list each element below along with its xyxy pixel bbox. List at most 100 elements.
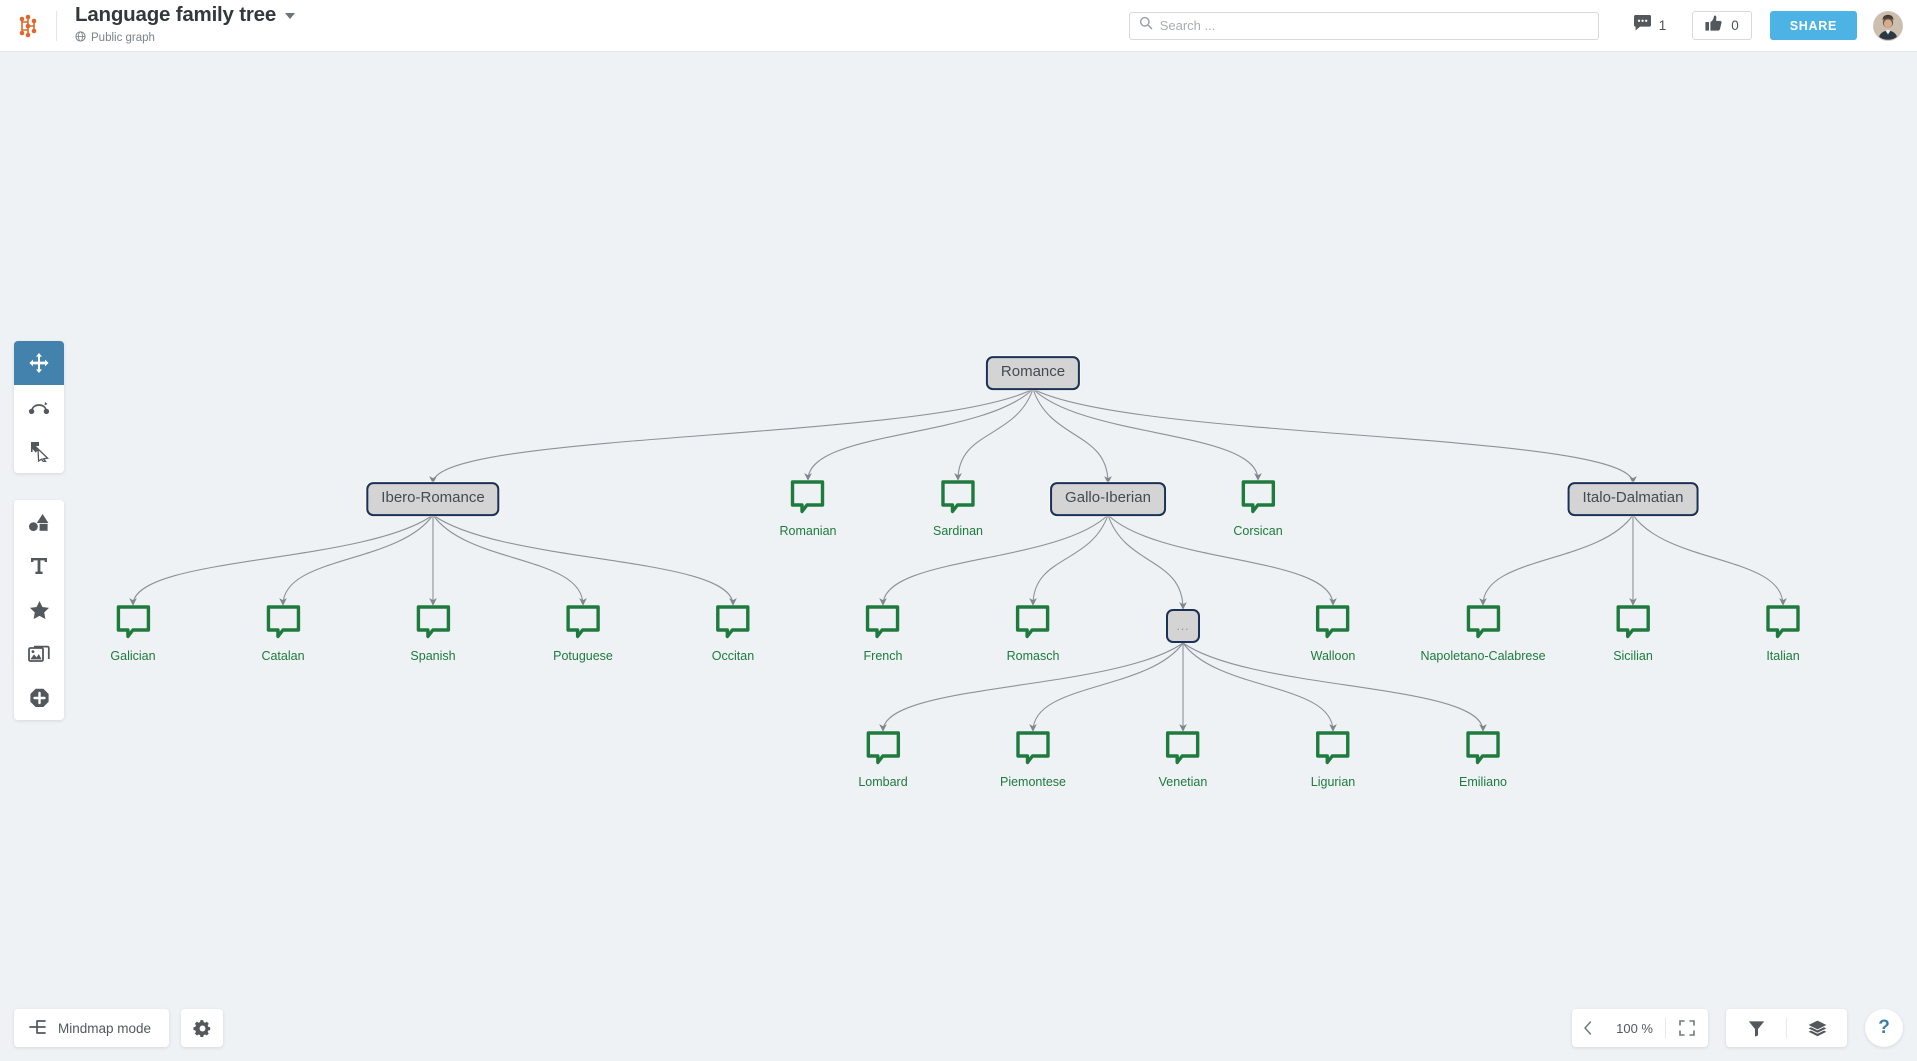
speech-bubble-icon xyxy=(1164,729,1202,771)
layers-icon[interactable] xyxy=(1787,1009,1847,1047)
search-icon xyxy=(1139,16,1153,35)
graph-node-french[interactable]: French xyxy=(863,603,903,663)
filter-icon[interactable] xyxy=(1726,1009,1786,1047)
graph-edge xyxy=(1032,388,1262,481)
mindmap-icon xyxy=(28,1018,48,1039)
graph-node-occitan[interactable]: Occitan xyxy=(712,603,754,663)
graph-node-romanian[interactable]: Romanian xyxy=(779,478,837,538)
graph-node-sicilian[interactable]: Sicilian xyxy=(1613,603,1653,663)
graph-node-italian[interactable]: Italian xyxy=(1764,603,1802,663)
insert-star-tool[interactable] xyxy=(14,588,64,632)
graph-edge xyxy=(954,388,1034,481)
graph-edge xyxy=(1029,514,1109,606)
graph-node-italo[interactable]: Italo-Dalmatian xyxy=(1567,482,1699,516)
node-label: Emiliano xyxy=(1459,775,1507,789)
search-box[interactable] xyxy=(1128,11,1599,40)
graph-edge xyxy=(1032,388,1112,484)
speech-bubble-icon xyxy=(1464,603,1502,645)
speech-bubble-icon xyxy=(939,478,977,520)
node-label: Galician xyxy=(110,649,156,663)
graph-node-spanish[interactable]: Spanish xyxy=(410,603,456,663)
speech-bubble-icon xyxy=(789,478,827,520)
graph-node-ligurian[interactable]: Ligurian xyxy=(1311,729,1355,789)
node-label: Piemontese xyxy=(999,775,1067,789)
graph-edge xyxy=(432,514,737,606)
graph-node-venetian[interactable]: Venetian xyxy=(1159,729,1207,789)
graph-edge xyxy=(1107,514,1187,610)
toolbar-navigation xyxy=(14,341,64,473)
avatar[interactable] xyxy=(1873,10,1903,41)
thumbs-up-icon xyxy=(1705,14,1722,37)
graph-node-romasch[interactable]: Romasch xyxy=(1006,603,1060,663)
chevron-down-icon[interactable] xyxy=(285,13,296,20)
collapsed-node-label: ... xyxy=(1176,619,1190,633)
graph-node-sardinan[interactable]: Sardinan xyxy=(933,478,983,538)
header-actions: 1 0 SHARE xyxy=(1128,0,1917,52)
node-label: Romanian xyxy=(779,524,837,538)
insert-image-tool[interactable] xyxy=(14,632,64,676)
header-divider xyxy=(56,10,57,41)
help-button[interactable]: ? xyxy=(1865,1009,1903,1047)
node-label: Occitan xyxy=(711,649,755,663)
speech-bubble-icon xyxy=(1314,603,1352,645)
graph-node-emiliano[interactable]: Emiliano xyxy=(1459,729,1507,789)
graph-node-galician[interactable]: Galician xyxy=(110,603,156,663)
title-row[interactable]: Language family tree xyxy=(75,2,296,27)
node-label: Italo-Dalmatian xyxy=(1582,489,1684,507)
fit-screen-icon[interactable] xyxy=(1666,1009,1708,1047)
insert-shape-tool[interactable] xyxy=(14,500,64,544)
graph-node-gallo[interactable]: Gallo-Iberian xyxy=(1050,482,1166,516)
mindmap-mode-button[interactable]: Mindmap mode xyxy=(14,1009,170,1047)
mindmap-mode-label: Mindmap mode xyxy=(58,1020,152,1036)
graph-node-corsican[interactable]: Corsican xyxy=(1233,478,1283,538)
graph-edge xyxy=(429,388,1034,484)
graph-node-piemontese[interactable]: Piemontese xyxy=(1000,729,1066,789)
speech-bubble-icon xyxy=(1239,478,1277,520)
graph-node-ibero[interactable]: Ibero-Romance xyxy=(366,482,500,516)
page-title: Language family tree xyxy=(75,2,277,26)
graph-edge xyxy=(432,514,587,606)
graph-node-walloon[interactable]: Walloon xyxy=(1311,603,1355,663)
insert-node-tool[interactable] xyxy=(14,676,64,720)
share-button[interactable]: SHARE xyxy=(1769,11,1857,40)
view-control xyxy=(1726,1009,1847,1047)
insert-text-tool[interactable] xyxy=(14,544,64,588)
graph-logo-icon[interactable] xyxy=(0,0,56,52)
comment-count: 1 xyxy=(1658,18,1667,33)
node-label: Romasch xyxy=(1006,649,1060,663)
node-label: Sicilian xyxy=(1613,649,1653,663)
select-tool[interactable] xyxy=(14,429,64,473)
like-button[interactable]: 0 xyxy=(1692,11,1752,40)
node-label: Italian xyxy=(1766,649,1800,663)
toolbar-insert xyxy=(14,500,64,720)
graph-node-collapsed[interactable]: ... xyxy=(1166,609,1200,643)
graph-node-lombard[interactable]: Lombard xyxy=(858,729,908,789)
connect-tool[interactable] xyxy=(14,385,64,429)
chevron-left-icon[interactable] xyxy=(1572,1009,1604,1047)
graph-edge xyxy=(279,514,434,606)
graph-edge xyxy=(804,388,1034,481)
graph-node-napoletano[interactable]: Napoletano-Calabrese xyxy=(1420,603,1546,663)
bottom-right-bar: 100 % ? xyxy=(1572,1009,1903,1047)
speech-bubble-icon xyxy=(1464,729,1502,771)
graph-edge xyxy=(1632,514,1787,606)
graph-node-romance[interactable]: Romance xyxy=(985,356,1081,390)
graph-edge xyxy=(1479,514,1634,606)
gear-icon[interactable] xyxy=(181,1009,224,1047)
speech-bubble-icon xyxy=(264,603,302,645)
search-input[interactable] xyxy=(1159,18,1589,33)
bottom-left-bar: Mindmap mode xyxy=(14,1009,224,1047)
node-label: Sardinan xyxy=(932,524,984,538)
speech-bubble-icon xyxy=(414,603,452,645)
zoom-level[interactable]: 100 % xyxy=(1604,1018,1666,1038)
control-divider xyxy=(1786,1018,1787,1038)
graph-node-catalan[interactable]: Catalan xyxy=(261,603,305,663)
node-label: French xyxy=(863,649,903,663)
comment-count-button[interactable]: 1 xyxy=(1629,11,1671,41)
visibility-row: Public graph xyxy=(75,29,295,47)
node-label: Spanish xyxy=(410,649,456,663)
graph-node-potuguese[interactable]: Potuguese xyxy=(553,603,613,663)
node-label: Corsican xyxy=(1233,524,1283,538)
pan-tool[interactable] xyxy=(14,341,64,385)
